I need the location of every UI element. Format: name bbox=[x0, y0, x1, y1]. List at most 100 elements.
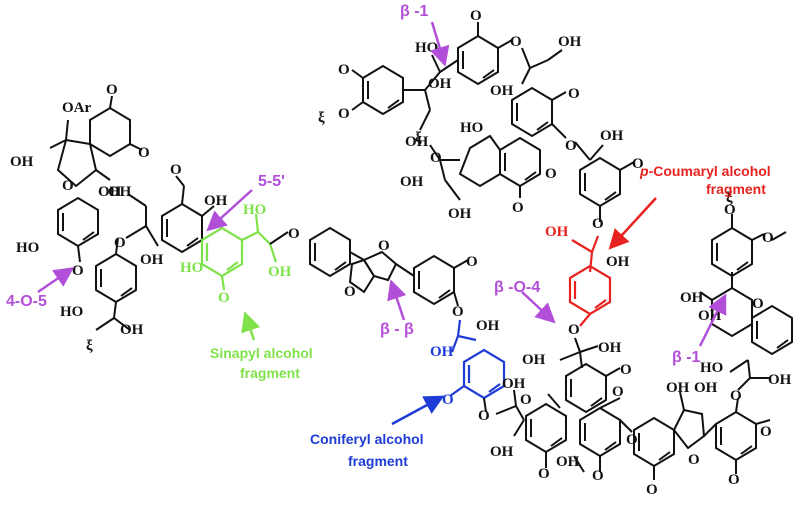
atom-o-blue2: O bbox=[478, 408, 490, 424]
label-beta1-top: β -1 bbox=[400, 3, 429, 20]
atom-oh-br8: OH bbox=[694, 380, 718, 396]
atom-ho-tr1: HO bbox=[415, 40, 438, 56]
atom-o-furo2: O bbox=[378, 238, 390, 254]
atom-ho-tr2: HO bbox=[460, 120, 483, 136]
atom-o-br9: O bbox=[728, 472, 740, 488]
atom-o-br8: O bbox=[688, 452, 700, 468]
atom-ho-br1: HO bbox=[700, 360, 723, 376]
atom-o-br13: O bbox=[724, 202, 736, 218]
ring-coumaryl bbox=[568, 264, 612, 316]
atom-o-br6: O bbox=[520, 392, 532, 408]
top-right-cluster: O O ξ OH HO OH O O OH OH O bbox=[318, 8, 644, 232]
atom-o-tr9: O bbox=[430, 150, 442, 166]
atom-oh-tr3: OH bbox=[558, 34, 582, 50]
arrow-4o5 bbox=[37, 267, 75, 294]
arrow-beta1-right bbox=[698, 293, 727, 347]
ring-furan-l bbox=[56, 138, 98, 188]
atom-o-tr4: O bbox=[470, 8, 482, 24]
atom-wavy-l: ξ bbox=[86, 338, 93, 354]
atom-o-br4: O bbox=[626, 432, 638, 448]
arrow-beta-beta bbox=[387, 279, 407, 321]
atom-o-br2: O bbox=[538, 466, 550, 482]
atom-oh-green: OH bbox=[268, 264, 292, 280]
ring-br4 bbox=[633, 416, 675, 468]
atom-wavy-tr: ξ bbox=[318, 110, 325, 126]
arrow-beta-o4 bbox=[521, 291, 556, 324]
atom-oh-red2: OH bbox=[606, 254, 630, 270]
atom-oh-br4: OH bbox=[598, 340, 622, 356]
ring-br2 bbox=[525, 402, 567, 454]
labels: β -1 5-5' 4-O-5 β - β β -O-4 β -1 p-Coum… bbox=[6, 3, 771, 469]
atom-o-br7: O bbox=[646, 482, 658, 498]
atom-oh-l2: OH bbox=[108, 184, 132, 200]
ring-br5 bbox=[672, 408, 706, 450]
atom-wavy-br: ξ bbox=[726, 190, 733, 206]
left-cluster: O O OAr OH O OH HO O HO OH ξ O O bbox=[10, 82, 228, 354]
label-coumaryl-line2: fragment bbox=[706, 181, 766, 197]
ring-br7 bbox=[751, 304, 793, 356]
label-sinapyl-line1: Sinapyl alcohol bbox=[210, 345, 313, 361]
atom-o-tr8: O bbox=[512, 200, 524, 216]
ring-tr5 bbox=[458, 134, 501, 188]
atom-o-br3: O bbox=[592, 468, 604, 484]
atom-o-furo1: O bbox=[344, 284, 356, 300]
ring-l1 bbox=[57, 196, 99, 248]
ring-tr6 bbox=[579, 156, 621, 208]
sinapyl-fragment: HO O HO OH O bbox=[180, 202, 300, 306]
atom-o-l-405: O bbox=[72, 263, 84, 279]
atom-oh-tr5: OH bbox=[600, 128, 624, 144]
label-coniferyl-line1: Coniferyl alcohol bbox=[310, 431, 424, 447]
atom-o-br10: O bbox=[760, 424, 772, 440]
label-coumaryl-line1: p-Coumaryl alcohol bbox=[639, 163, 771, 179]
label-coniferyl-line2: fragment bbox=[348, 453, 408, 469]
atom-oh-l4: OH bbox=[140, 252, 164, 268]
atom-oh-tr1: OH bbox=[405, 134, 429, 150]
atom-o-furan-l: O bbox=[62, 178, 74, 194]
atom-o-br1: O bbox=[620, 362, 632, 378]
atom-oh-br9: OH bbox=[680, 290, 704, 306]
atom-oh-blue: OH bbox=[476, 318, 500, 334]
arrow-sinapyl bbox=[241, 311, 261, 341]
atom-oh-blue2: OH bbox=[430, 344, 454, 360]
atom-oh-br2: OH bbox=[490, 444, 514, 460]
atom-o-tr7: O bbox=[545, 166, 557, 182]
label-beta-beta: β - β bbox=[380, 321, 414, 338]
atom-ho-l1: HO bbox=[16, 240, 39, 256]
ring-dienone bbox=[89, 106, 131, 158]
atom-ho-green2: HO bbox=[243, 202, 266, 218]
atom-oh-l6: OH bbox=[204, 193, 228, 209]
atom-o-tr6: O bbox=[565, 138, 577, 154]
atom-o-br11: O bbox=[730, 388, 742, 404]
arrow-beta1-top bbox=[430, 21, 450, 67]
atom-oh-br7: OH bbox=[768, 372, 792, 388]
atom-wavy-tr2: ξ bbox=[415, 130, 422, 146]
arrow-coniferyl bbox=[391, 395, 445, 426]
atom-o-l2: O bbox=[114, 235, 126, 251]
atom-o-blue: O bbox=[442, 392, 454, 408]
atom-o-mid2: O bbox=[466, 254, 478, 270]
coumaryl-fragment: OH OH O bbox=[545, 224, 630, 338]
atom-oh-l1: OH bbox=[10, 154, 34, 170]
atom-oh-red: OH bbox=[545, 224, 569, 240]
atom-o-dienone2: O bbox=[138, 145, 150, 161]
atom-oh-l3: OH bbox=[120, 322, 144, 338]
atom-oh-br6: OH bbox=[666, 380, 690, 396]
atom-oh-tr4: OH bbox=[490, 83, 514, 99]
ring-mid1 bbox=[309, 226, 351, 278]
coniferyl-fragment: OH OH O O bbox=[430, 318, 506, 424]
atom-o-green: O bbox=[218, 290, 230, 306]
atom-oh-br5: OH bbox=[556, 454, 580, 470]
atom-o-mid: O bbox=[288, 226, 300, 242]
atom-o-br5: O bbox=[612, 384, 624, 400]
atom-oh-br1: OH bbox=[502, 376, 526, 392]
arrow-55 bbox=[206, 189, 253, 232]
atom-o-br12: O bbox=[752, 296, 764, 312]
label-sinapyl-line2: fragment bbox=[240, 365, 300, 381]
atom-o-tr10: O bbox=[632, 156, 644, 172]
arrow-coumaryl bbox=[608, 197, 657, 250]
atom-o-coumaryl: O bbox=[568, 322, 580, 338]
atom-oh-tr7: OH bbox=[448, 206, 472, 222]
atom-oh-l5: OH bbox=[98, 184, 122, 200]
